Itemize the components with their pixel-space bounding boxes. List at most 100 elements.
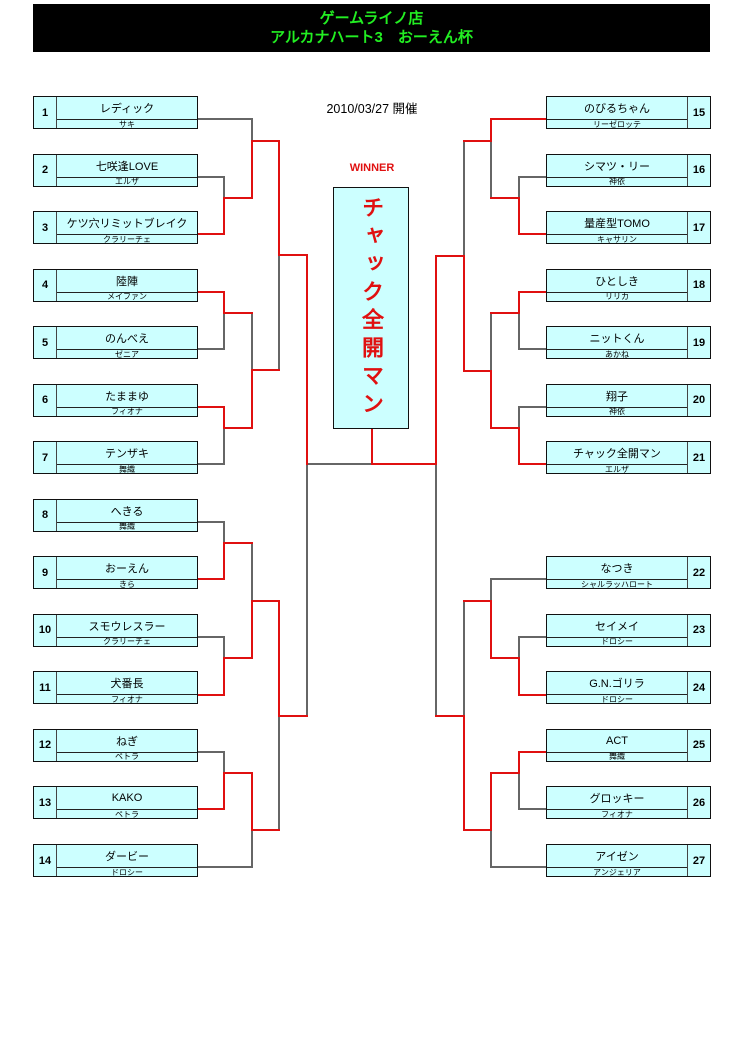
character-name: 神依 — [547, 406, 687, 416]
winner-name: チャック全開マン — [359, 196, 384, 420]
player-name: スモウレスラー — [88, 620, 166, 633]
seed-number: 2 — [34, 154, 57, 186]
player-name: KAKO — [111, 792, 143, 805]
entry-box: 19 ニットくんあかね — [546, 326, 711, 360]
player-name: テンザキ — [105, 448, 149, 461]
seed-number: 27 — [687, 845, 710, 877]
character-name: エルザ — [57, 176, 197, 186]
character-name: シャルラッハロート — [547, 579, 687, 589]
character-name: リーゼロッテ — [547, 119, 687, 129]
seed-number: 26 — [687, 787, 710, 819]
shop-name: ゲームライノ店 — [319, 10, 424, 27]
character-name: ドロシー — [547, 636, 687, 646]
seed-number: 18 — [687, 269, 710, 301]
entry-box: 6 たままゆフィオナ — [33, 383, 198, 417]
seed-number: 15 — [687, 97, 710, 128]
tournament-title: アルカナハート3 おーえん杯 — [270, 29, 473, 46]
seed-number: 4 — [34, 269, 57, 301]
character-name: フィオナ — [57, 694, 197, 704]
player-name: のびるちゃん — [584, 103, 650, 115]
player-name: 陸陣 — [116, 275, 138, 288]
character-name: フィオナ — [547, 809, 687, 819]
player-name: ニットくん — [589, 333, 645, 346]
player-name: セイメイ — [595, 620, 639, 633]
character-name: 神依 — [547, 176, 687, 186]
player-name: たままゆ — [105, 390, 149, 403]
player-name: チャック全開マン — [573, 448, 661, 461]
seed-number: 9 — [34, 557, 57, 589]
player-name: おーえん — [105, 563, 149, 576]
entry-box: 26 グロッキーフィオナ — [546, 786, 711, 820]
entry-box: 10 スモウレスラークラリーチェ — [33, 613, 198, 647]
seed-number: 23 — [687, 614, 710, 646]
character-name: サキ — [57, 119, 197, 129]
player-name: グロッキー — [589, 793, 645, 806]
player-name: 翔子 — [606, 390, 628, 403]
seed-number: 19 — [687, 327, 710, 359]
player-name: 量産型TOMO — [584, 218, 650, 231]
player-name: G.N.ゴリラ — [589, 678, 645, 691]
player-name: シマツ・リー — [584, 160, 650, 173]
seed-number: 6 — [34, 384, 57, 416]
entry-box: 7 テンザキ舞織 — [33, 441, 198, 475]
character-name: 舞織 — [57, 464, 197, 474]
seed-number: 14 — [34, 845, 57, 877]
seed-number: 22 — [687, 557, 710, 589]
entry-box: 16 シマツ・リー神依 — [546, 153, 711, 187]
seed-number: 11 — [34, 672, 57, 704]
player-name: アイゼン — [595, 851, 639, 864]
character-name: リリカ — [547, 291, 687, 301]
character-name: クラリーチェ — [57, 636, 197, 646]
character-name: メイファン — [57, 291, 197, 301]
character-name: ペトラ — [57, 809, 197, 819]
entry-box: 12 ねぎペトラ — [33, 728, 198, 762]
character-name: ドロシー — [547, 694, 687, 704]
player-name: のんべえ — [105, 333, 149, 346]
seed-number: 12 — [34, 729, 57, 761]
winner-label: WINNER — [349, 162, 395, 174]
seed-number: 3 — [34, 212, 57, 244]
tournament-header: ゲームライノ店 アルカナハート3 おーえん杯 — [33, 4, 710, 52]
entry-box: 15 のびるちゃんリーゼロッテ — [546, 96, 711, 129]
character-name: あかね — [547, 349, 687, 359]
character-name: ペトラ — [57, 751, 197, 761]
character-name: 舞織 — [547, 751, 687, 761]
character-name: 舞織 — [57, 521, 197, 531]
player-name: ケツ穴リミットブレイク — [66, 218, 188, 231]
character-name: エルザ — [547, 464, 687, 474]
seed-number: 25 — [687, 729, 710, 761]
entry-box: 4 陸陣メイファン — [33, 268, 198, 302]
entry-box: 11 犬番長フィオナ — [33, 671, 198, 705]
entry-box: 22 なつきシャルラッハロート — [546, 556, 711, 590]
character-name: アンジェリア — [547, 867, 687, 877]
seed-number: 7 — [34, 442, 57, 474]
character-name: クラリーチェ — [57, 234, 197, 244]
player-name: なつき — [600, 563, 634, 576]
player-name: ダービー — [105, 851, 149, 864]
entry-box: 27 アイゼンアンジェリア — [546, 844, 711, 878]
event-date: 2010/03/27 開催 — [326, 102, 418, 116]
entry-box: 3 ケツ穴リミットブレイククラリーチェ — [33, 211, 198, 245]
player-name: 犬番長 — [110, 678, 144, 691]
winner-box: チャック全開マン — [333, 187, 409, 429]
seed-number: 16 — [687, 154, 710, 186]
entry-box: 25 ACT 舞織 — [546, 728, 711, 762]
character-name: ドロシー — [57, 867, 197, 877]
character-name: ゼニア — [57, 349, 197, 359]
entry-box: 23 セイメイドロシー — [546, 613, 711, 647]
character-name: キャサリン — [547, 234, 687, 244]
entry-box: 14 ダービードロシー — [33, 844, 198, 878]
player-name: ねぎ — [116, 735, 138, 748]
player-name: ACT — [606, 734, 628, 747]
seed-number: 8 — [34, 499, 57, 531]
seed-number: 10 — [34, 614, 57, 646]
character-name: フィオナ — [57, 406, 197, 416]
